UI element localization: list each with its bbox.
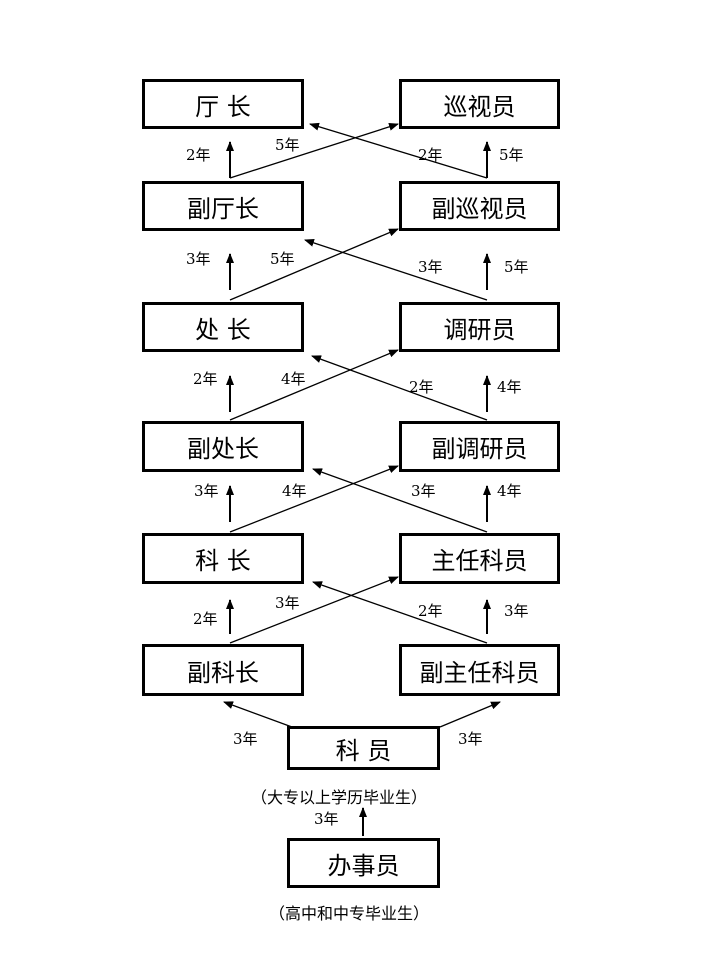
box-fu-diao-yan-yuan: 副调研员 [399, 421, 560, 472]
label-years-2: 5年 [275, 136, 300, 154]
box-diao-yan-yuan: 调研员 [399, 302, 560, 352]
label-years-6: 5年 [270, 250, 295, 268]
box-fu-chu-zhang: 副处长 [142, 421, 304, 472]
arrow-chu-zhang-to-fu-xun-shi-yuan [229, 228, 399, 301]
label-years-7: 3年 [418, 258, 443, 276]
label-years-8: 5年 [504, 258, 529, 276]
label-years-13: 3年 [194, 482, 219, 500]
label-years-5: 3年 [186, 250, 211, 268]
box-ke-zhang: 科 长 [142, 533, 304, 584]
box-ke-yuan: 科 员 [287, 726, 440, 770]
box-ting-zhang: 厅 长 [142, 79, 304, 129]
box-chu-zhang: 处 长 [142, 302, 304, 352]
label-years-23: 3年 [314, 810, 339, 828]
label-years-10: 4年 [281, 370, 306, 388]
label-years-20: 3年 [504, 602, 529, 620]
label-years-14: 4年 [282, 482, 307, 500]
arrow-ke-yuan-to-fu-zhu-ren-ke-yuan [439, 701, 501, 728]
label-years-15: 3年 [411, 482, 436, 500]
note-high-school-graduates: （高中和中专毕业生） [269, 904, 430, 923]
box-ban-shi-yuan: 办事员 [287, 838, 440, 888]
label-years-22: 3年 [458, 730, 483, 748]
label-years-12: 4年 [497, 378, 522, 396]
arrow-fu-ke-zhang-to-zhu-ren-ke-yuan [229, 576, 399, 644]
arrow-fu-zhu-ren-ke-yuan-to-ke-zhang [312, 581, 488, 644]
arrow-fu-ting-zhang-to-xun-shi-yuan [229, 122, 399, 179]
label-years-9: 2年 [193, 370, 218, 388]
box-fu-zhu-ren-ke-yuan: 副主任科员 [399, 644, 560, 696]
box-fu-xun-shi-yuan: 副巡视员 [399, 181, 560, 231]
note-college-graduates: （大专以上学历毕业生） [251, 788, 428, 807]
arrow-fu-xun-shi-yuan-to-ting-zhang [309, 122, 488, 179]
box-xun-shi-yuan: 巡视员 [399, 79, 560, 129]
label-years-4: 5年 [499, 146, 524, 164]
label-years-21: 3年 [233, 730, 258, 748]
arrow-ke-yuan-to-fu-ke-zhang [223, 701, 293, 728]
label-years-1: 2年 [186, 146, 211, 164]
arrow-ke-zhang-to-fu-diao-yan-yuan [229, 465, 399, 533]
label-years-19: 2年 [418, 602, 443, 620]
box-zhu-ren-ke-yuan: 主任科员 [399, 533, 560, 584]
label-years-16: 4年 [497, 482, 522, 500]
box-fu-ke-zhang: 副科长 [142, 644, 304, 696]
label-years-11: 2年 [409, 378, 434, 396]
box-fu-ting-zhang: 副厅长 [142, 181, 304, 231]
label-years-17: 2年 [193, 610, 218, 628]
arrow-fu-diao-yan-yuan-to-chu-zhang [311, 355, 488, 421]
arrow-zhu-ren-ke-yuan-to-fu-chu-zhang [312, 468, 488, 533]
label-years-3: 2年 [418, 146, 443, 164]
arrow-diao-yan-yuan-to-fu-ting-zhang [304, 239, 488, 301]
label-years-18: 3年 [275, 594, 300, 612]
arrow-fu-chu-zhang-to-diao-yan-yuan [229, 349, 399, 421]
